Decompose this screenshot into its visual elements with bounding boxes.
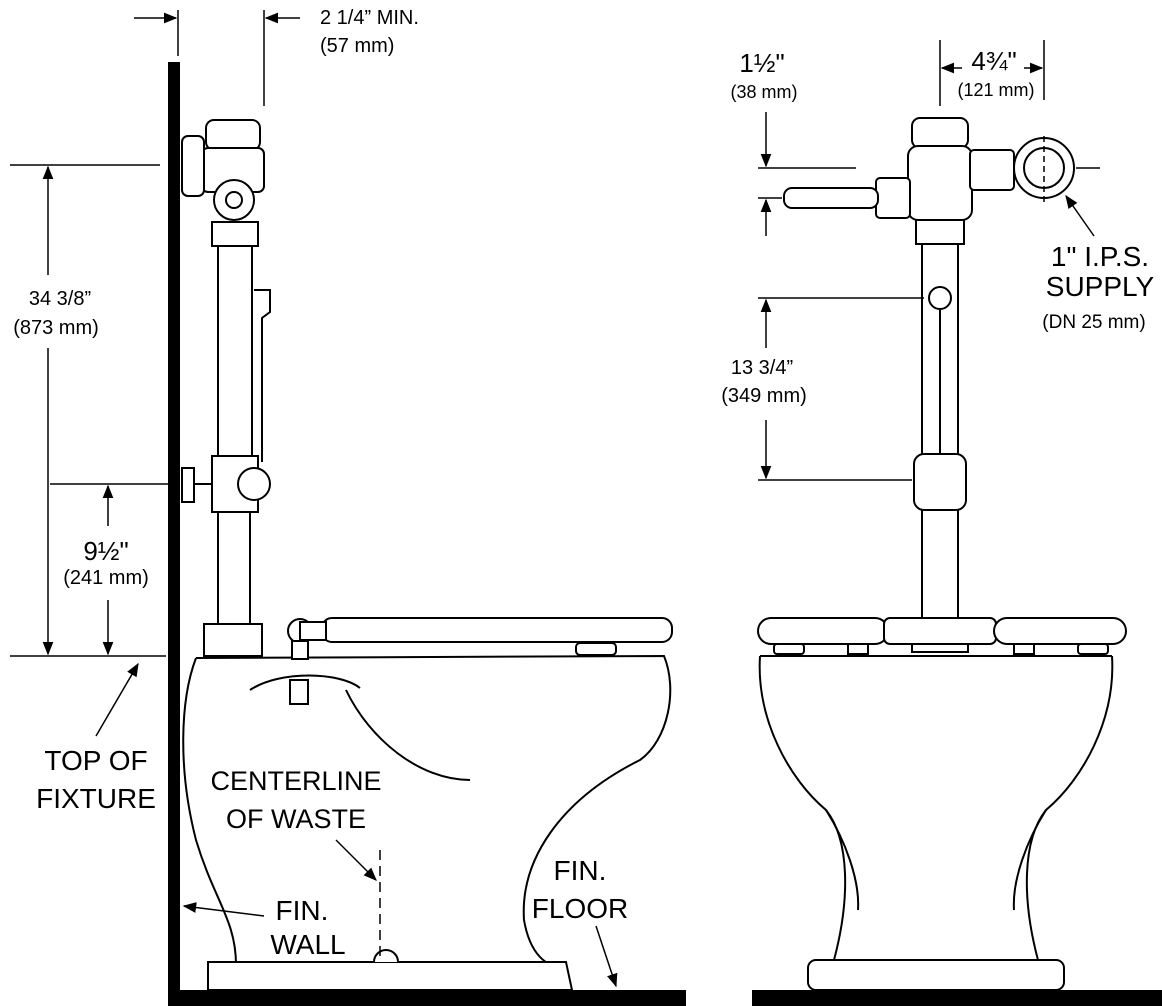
centerline-label-line1: CENTERLINE bbox=[210, 766, 381, 796]
tube-length-dim-line1: 13 3/4” bbox=[731, 357, 793, 379]
overall-height-dim-line1: 34 3/8” bbox=[29, 288, 91, 310]
fin-wall-label-line1: FIN. bbox=[276, 895, 329, 926]
fin-wall-label-line2: WALL bbox=[270, 929, 345, 960]
supply-offset-dim-line2: (121 mm) bbox=[957, 80, 1034, 100]
tube-length-dim-line2: (349 mm) bbox=[721, 385, 807, 407]
top-of-fixture-label-line2: FIXTURE bbox=[36, 783, 156, 814]
handle-offset-dim-line2: (38 mm) bbox=[731, 82, 798, 102]
toilet-seat-side bbox=[287, 617, 673, 705]
toilet-bowl-side bbox=[182, 654, 672, 991]
supply-label-line3: (DN 25 mm) bbox=[1042, 312, 1145, 333]
fin-floor-label-line1: FIN. bbox=[554, 855, 607, 886]
flushometer-valve-front bbox=[783, 117, 1075, 619]
flushometer-valve-side bbox=[181, 119, 271, 657]
toilet-bowl-front bbox=[758, 655, 1114, 991]
supply-offset-dim-line1: 4¾" bbox=[971, 46, 1016, 76]
dimension-lines-front bbox=[758, 40, 1100, 481]
finished-wall bbox=[168, 62, 180, 1006]
centerline-label-line2: OF WASTE bbox=[226, 804, 366, 834]
fin-floor-label-line2: FLOOR bbox=[532, 893, 628, 924]
supply-label-line1: 1" I.P.S. bbox=[1051, 241, 1149, 272]
front-view bbox=[752, 40, 1162, 1006]
side-view-labels: 2 1/4” MIN. (57 mm) 34 3/8” (873 mm) 9½"… bbox=[13, 7, 628, 960]
toilet-seat-front bbox=[757, 617, 1127, 655]
handle-height-dim-line2: (241 mm) bbox=[63, 567, 149, 589]
handle-offset-dim-line1: 1½" bbox=[739, 48, 784, 78]
finished-floor bbox=[168, 990, 686, 1006]
overall-height-dim-line2: (873 mm) bbox=[13, 317, 99, 339]
top-of-fixture-label-line1: TOP OF bbox=[44, 745, 147, 776]
finished-floor-front bbox=[752, 990, 1162, 1006]
front-view-labels: 1½" (38 mm) 4¾" (121 mm) 1" I.P.S. SUPPL… bbox=[721, 46, 1154, 407]
handle-height-dim-line1: 9½" bbox=[83, 536, 128, 566]
supply-label-line2: SUPPLY bbox=[1046, 271, 1155, 302]
wall-offset-dim-line1: 2 1/4” MIN. bbox=[320, 7, 419, 29]
side-view bbox=[10, 10, 686, 1006]
dimension-lines-side bbox=[10, 10, 618, 988]
wall-offset-dim-line2: (57 mm) bbox=[320, 35, 394, 57]
